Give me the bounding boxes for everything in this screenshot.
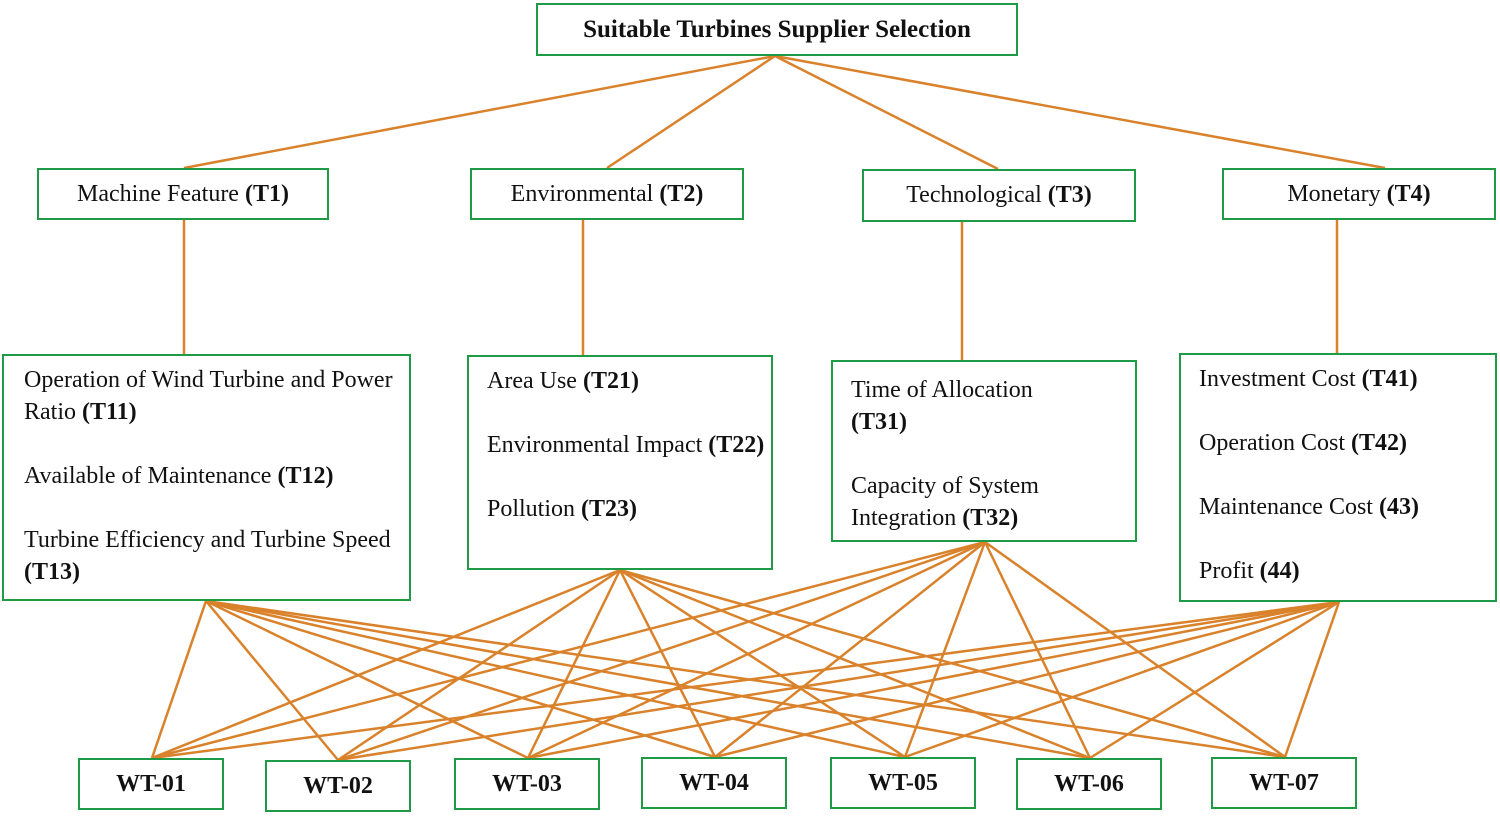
alternative-wt-01: WT-01 <box>78 758 224 810</box>
subcriteria-to-alternative-line <box>903 541 987 758</box>
criterion-label: Machine Feature <box>77 180 239 207</box>
subcriteria-to-alternative-line <box>619 568 906 759</box>
criterion-code: (T4) <box>1386 180 1431 207</box>
goal-to-criterion-line <box>774 54 1386 170</box>
subcriteria-to-alternative-line <box>1283 601 1341 758</box>
goal-to-criterion-line <box>606 54 776 170</box>
subcriterion-item: Available of Maintenance (T12) <box>24 463 334 489</box>
subcriteria-to-alternative-line <box>151 540 986 760</box>
subcriterion-item: Capacity of System Integration (T32) <box>851 473 1039 531</box>
subcriteria-to-alternative-line <box>526 569 622 759</box>
subcriteria-to-alternative-line <box>205 599 1091 760</box>
subcriteria-to-alternative-line <box>205 599 906 759</box>
subcriteria-environmental: Area Use (T21) Environmental Impact (T22… <box>467 355 773 570</box>
goal-to-criterion-line <box>774 54 999 171</box>
subcriteria-to-alternative-line <box>205 599 529 760</box>
subcriteria-to-alternative-line <box>337 540 986 762</box>
subcriterion-item: Investment Cost (T41) <box>1199 366 1418 392</box>
subcriteria-to-alternative-line <box>619 568 1091 760</box>
criterion-environmental: Environmental (T2) <box>470 168 744 220</box>
subcriteria-to-alternative-line <box>904 600 1340 759</box>
subcriterion-item: Maintenance Cost (43) <box>1199 494 1419 520</box>
subcriteria-to-alternative-line <box>984 540 1286 759</box>
alternative-wt-07: WT-07 <box>1211 757 1357 809</box>
subcriterion-item: Operation Cost (T42) <box>1199 430 1407 456</box>
subcriteria-to-alternative-line <box>527 540 986 760</box>
criterion-code: (T3) <box>1047 182 1092 208</box>
alternative-wt-05: WT-05 <box>830 757 976 809</box>
subcriteria-to-alternative-line <box>714 541 986 758</box>
subcriterion-item: Area Use (T21) <box>487 368 639 394</box>
criterion-monetary: Monetary (T4) <box>1222 168 1496 220</box>
alternative-wt-06: WT-06 <box>1016 758 1162 810</box>
criterion-label: Monetary <box>1287 180 1381 207</box>
subcriteria-technological: Time of Allocation (T31) Capacity of Sys… <box>831 360 1137 542</box>
goal-to-criterion-line <box>183 54 776 170</box>
criterion-machine-feature: Machine Feature (T1) <box>37 168 329 220</box>
subcriteria-to-alternative-line <box>151 600 1340 760</box>
subcriteria-to-alternative-line <box>151 568 621 760</box>
subcriteria-to-alternative-line <box>1089 600 1340 760</box>
subcriterion-item: Pollution (T23) <box>487 496 638 522</box>
goal-box: Suitable Turbines Supplier Selection <box>536 3 1018 56</box>
criterion-label: Technological <box>906 182 1042 208</box>
criterion-label: Environmental <box>510 180 654 207</box>
subcriterion-item: Environmental Impact (T22) <box>487 432 765 458</box>
subcriteria-to-alternative-line <box>714 600 1340 759</box>
alternative-wt-02: WT-02 <box>265 760 411 812</box>
subcriterion-item: Operation of Wind Turbine and Power Rati… <box>24 367 393 425</box>
alternative-wt-04: WT-04 <box>641 757 787 809</box>
subcriteria-to-alternative-line <box>527 600 1340 760</box>
criterion-code: (T2) <box>659 180 704 207</box>
criterion-technological: Technological (T3) <box>862 169 1136 222</box>
alternative-wt-03: WT-03 <box>454 758 600 810</box>
subcriterion-item: Turbine Efficiency and Turbine Speed (T1… <box>24 527 391 585</box>
goal-label: Suitable Turbines Supplier Selection <box>583 15 971 43</box>
criterion-code: (T1) <box>244 180 289 207</box>
subcriteria-monetary: Investment Cost (T41) Operation Cost (T4… <box>1179 353 1497 602</box>
subcriterion-item: Time of Allocation (T31) <box>851 377 1033 435</box>
subcriterion-item: Profit (44) <box>1199 558 1300 584</box>
subcriteria-to-alternative-line <box>150 600 208 759</box>
subcriteria-to-alternative-line <box>205 600 339 761</box>
subcriteria-machine-feature: Operation of Wind Turbine and Power Rati… <box>2 354 411 601</box>
subcriteria-to-alternative-line <box>337 600 1340 762</box>
